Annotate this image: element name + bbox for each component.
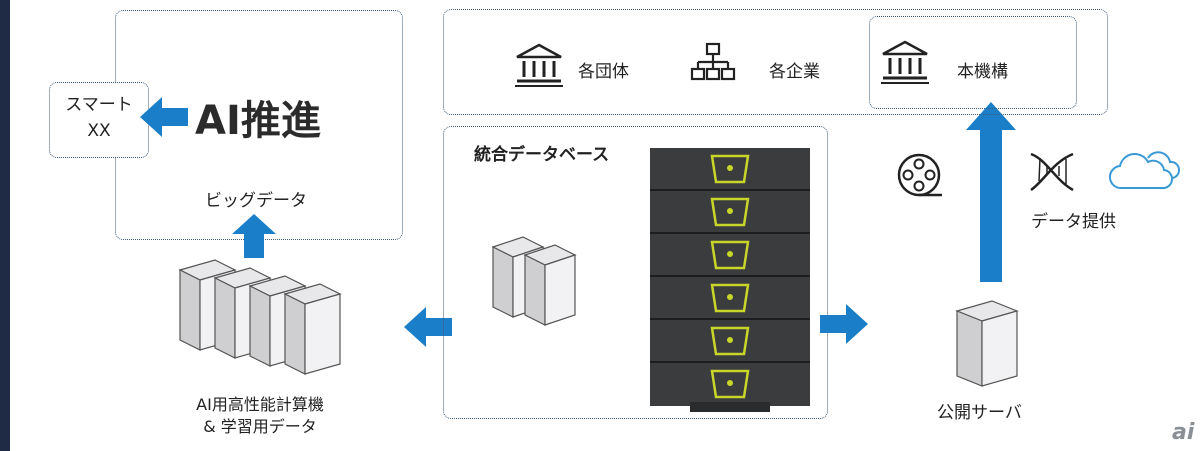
arrow-left-icon [140,97,188,137]
storage-rack-icon [650,148,810,412]
smart-xx-label: スマート XX [65,95,133,141]
data-provision-label: データ提供 [1031,212,1116,232]
hpc-label: AI用高性能計算機 & 学習用データ [196,395,324,436]
bigdata-label: ビッグデータ [205,191,307,211]
arrow-left-icon [404,307,452,347]
org-chart-icon [690,42,736,81]
public-server-icon [955,300,1019,387]
organization-label: 本機構 [957,62,1008,82]
dna-icon [1030,152,1074,192]
smart-xx-box [49,82,149,158]
organizations-box [443,9,1108,115]
film-reel-icon [897,153,942,197]
arrow-up-icon [966,102,1016,282]
public-server-label: 公開サーバ [937,403,1022,423]
arrow-up-icon [232,214,276,258]
cloud-icon [1108,151,1181,190]
organization-honkiko-box [869,16,1077,109]
organization-label: 各企業 [769,62,820,82]
organization-label: 各団体 [578,62,629,82]
bank-icon [515,43,563,87]
integrated-database-title: 統合データベース [474,145,610,165]
ai-promotion-title: AI推進 [195,98,321,144]
integrated-database-box [443,126,828,419]
database-server-pair-icon [491,236,577,326]
bank-icon [881,40,929,84]
arrow-right-icon [820,304,868,344]
watermark-logo: ai [1172,420,1195,445]
left-sidebar-bar [0,0,10,451]
hpc-server-group-icon [178,259,342,375]
